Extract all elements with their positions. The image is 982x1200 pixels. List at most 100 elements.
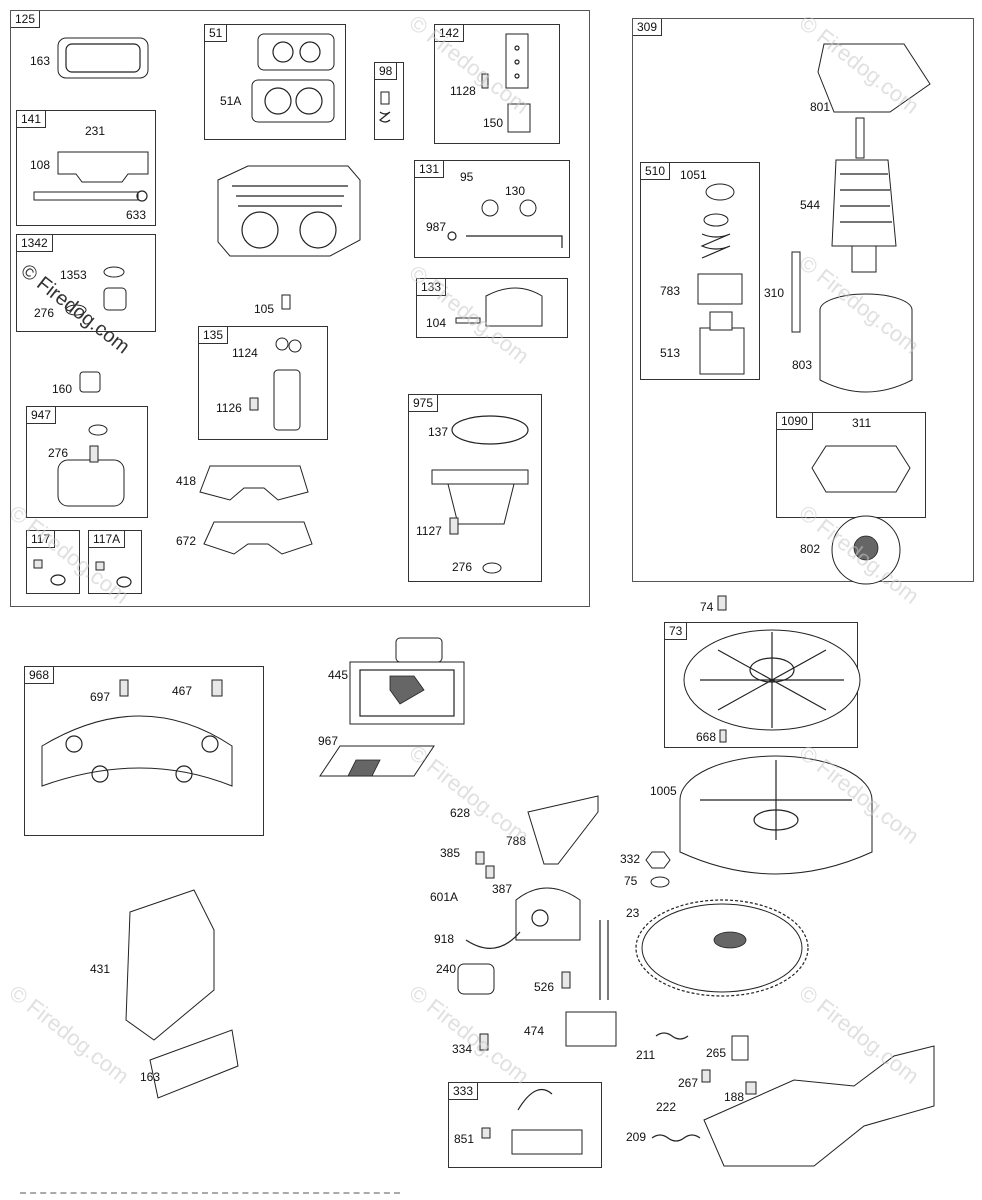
part-number: 95	[460, 170, 474, 184]
part-number: 385	[440, 846, 461, 860]
gasket-163-drawing	[57, 37, 149, 79]
group-label-968: 968	[25, 667, 55, 684]
group-label-73: 73	[665, 623, 688, 640]
part-number: 150	[483, 116, 504, 130]
part-number: 240	[436, 962, 457, 976]
group-box-131: 131	[414, 160, 570, 258]
group-label-131: 131	[415, 161, 445, 178]
part-number: 1128	[450, 84, 476, 98]
part-number: 418	[176, 474, 197, 488]
part-number: 801	[810, 100, 831, 114]
group-box-968: 968	[24, 666, 264, 836]
group-box-142: 142	[434, 24, 560, 144]
part-number: 783	[660, 284, 681, 298]
part-number: 697	[90, 690, 111, 704]
group-box-309: 309	[632, 18, 974, 582]
screws-117-drawing	[33, 559, 132, 588]
part-number: 1005	[650, 784, 677, 798]
plate-142-drawing	[481, 33, 531, 133]
part-number: 74	[700, 600, 714, 614]
part-number: 163	[30, 54, 51, 68]
part-number: 23	[626, 906, 640, 920]
cover-968-drawing	[41, 679, 233, 787]
housing-431-drawing	[125, 889, 239, 1099]
group-label-117A: 117A	[89, 531, 126, 548]
seal-1342-drawing	[65, 266, 127, 316]
part-number: 431	[90, 962, 111, 976]
housing-975-drawing	[431, 415, 529, 574]
part-number: 601A	[430, 890, 459, 904]
group-label-333: 333	[449, 1083, 479, 1100]
group-label-1342: 1342	[17, 235, 53, 252]
part-number: 209	[626, 1130, 647, 1144]
flywheel-1005-drawing	[679, 755, 873, 875]
part-number: 1126	[216, 401, 242, 415]
group-box-947: 947	[26, 406, 148, 518]
part-number: 137	[428, 425, 449, 439]
group-box-333: 333	[448, 1082, 602, 1168]
part-number: 633	[126, 208, 147, 222]
drive-510-drawing	[697, 183, 745, 375]
part-number: 803	[792, 358, 813, 372]
part-number: 1353	[60, 268, 87, 282]
part-number: 467	[172, 684, 193, 698]
group-label-125: 125	[11, 11, 41, 28]
group-label-309: 309	[633, 19, 663, 36]
part-number: 1124	[232, 346, 258, 360]
group-box-125: 125	[10, 10, 590, 607]
cover-141-drawing	[33, 151, 149, 202]
part-number: 1127	[416, 524, 442, 538]
part-number: 105	[254, 302, 275, 316]
part-number: 310	[764, 286, 785, 300]
part-number: 967	[318, 734, 339, 748]
part-number: 802	[800, 542, 821, 556]
part-number: 851	[454, 1132, 475, 1146]
part-number: 188	[724, 1090, 745, 1104]
part-number: 108	[30, 158, 51, 172]
page-footer-rule	[20, 1192, 400, 1196]
pump-333-drawing	[481, 1089, 583, 1155]
part-number: 1051	[680, 168, 707, 182]
part-number: 628	[450, 806, 471, 820]
part-number: 387	[492, 882, 513, 896]
part-number: 544	[800, 198, 821, 212]
starter-309-drawing	[791, 43, 931, 585]
group-label-51: 51	[205, 25, 228, 42]
group-box-133: 133	[416, 278, 568, 338]
group-box-1090: 1090	[776, 412, 926, 518]
group-box-510: 510	[640, 162, 760, 380]
part-number: 788	[506, 834, 527, 848]
group-label-117: 117	[27, 531, 56, 548]
part-number: 668	[696, 730, 717, 744]
part-number: 265	[706, 1046, 727, 1060]
part-number: 276	[48, 446, 69, 460]
part-number: 231	[85, 124, 106, 138]
part-number: 526	[534, 980, 555, 994]
part-number: 987	[426, 220, 447, 234]
nut-160-drawing	[79, 371, 101, 393]
part-number: 672	[176, 534, 197, 548]
part-number: 311	[852, 416, 872, 430]
gaskets-418-672-drawing	[199, 465, 313, 555]
part-number: 276	[452, 560, 473, 574]
group-label-142: 142	[435, 25, 465, 42]
part-number: 276	[34, 306, 55, 320]
part-number: 211	[636, 1048, 656, 1062]
solenoid-947-drawing	[57, 424, 125, 507]
part-number: 222	[656, 1100, 677, 1114]
group-label-133: 133	[417, 279, 447, 296]
group-box-975: 975	[408, 394, 542, 582]
part-number: 474	[524, 1024, 545, 1038]
air-filter-drawing	[319, 637, 465, 777]
part-number: 104	[426, 316, 447, 330]
cylinder-head-drawing	[217, 165, 361, 310]
part-number: 160	[52, 382, 73, 396]
part-number: 445	[328, 668, 349, 682]
group-box-51: 51	[204, 24, 346, 140]
group-box-1342: 1342	[16, 234, 156, 332]
group-label-135: 135	[199, 327, 229, 344]
fan-screen-73-drawing	[683, 595, 861, 743]
linkage-131-drawing	[447, 199, 563, 248]
part-number: 513	[660, 346, 681, 360]
